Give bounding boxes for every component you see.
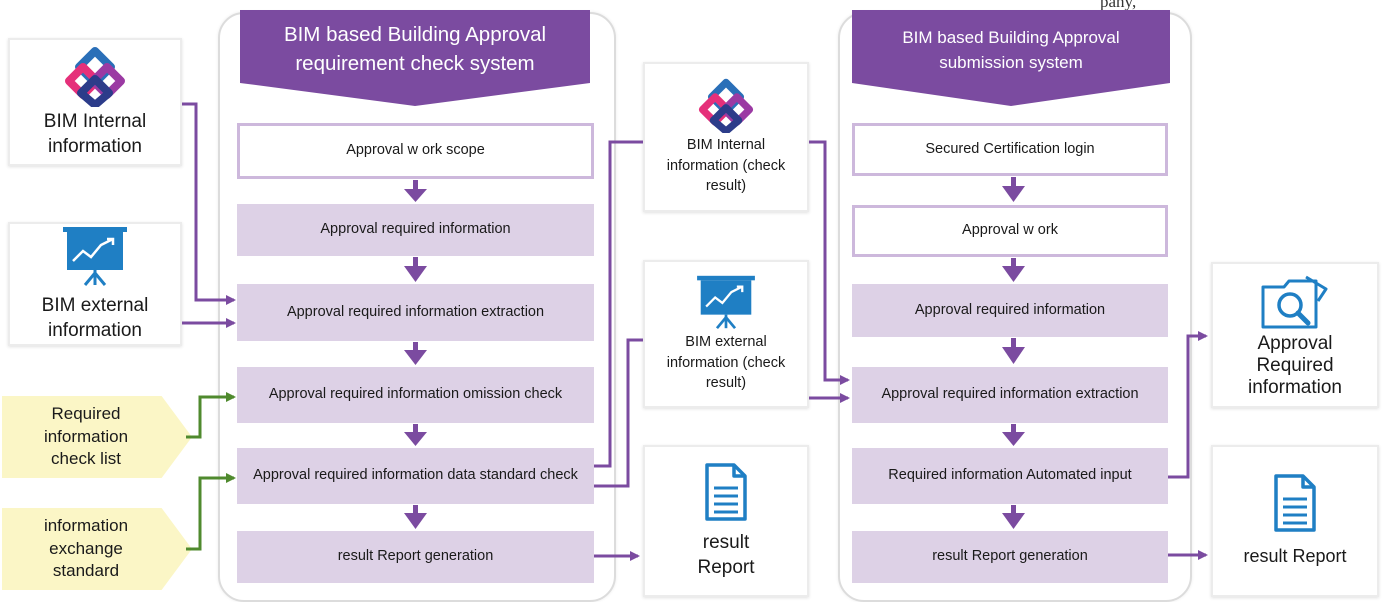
ifc-logo-icon: [698, 78, 754, 134]
checklist-tag: Required information check list: [2, 396, 192, 478]
approval-required-info-label: Approval Required information: [1248, 333, 1342, 398]
check-step-6: result Report generation: [237, 531, 594, 583]
right-result-report-label: result Report: [1243, 546, 1347, 567]
submission-system-title-banner: BIM based Building Approval submission s…: [852, 10, 1170, 106]
bim-external-label: BIM external information: [41, 294, 149, 341]
bim-internal-label: BIM Internal information: [43, 110, 147, 157]
submission-step-1: Secured Certification login: [852, 123, 1168, 176]
bim-external-result-card: BIM external information (check result): [643, 260, 809, 408]
submission-system-title: BIM based Building Approval submission s…: [902, 28, 1120, 72]
approval-required-info-card: Approval Required information: [1211, 262, 1379, 408]
document-icon: [705, 462, 747, 521]
checklist-label: Required information check list: [43, 403, 129, 469]
document-icon: [1274, 474, 1316, 532]
exchange-standard-tag: information exchange standard: [2, 508, 192, 590]
check-step-2: Approval required information: [237, 204, 594, 256]
presentation-chart-icon: [697, 275, 755, 330]
right-result-report-card: result Report: [1211, 445, 1379, 597]
folder-search-icon: [1261, 275, 1328, 329]
check-step-5: Approval required information data stand…: [237, 448, 594, 504]
check-step-4: Approval required information omission c…: [237, 367, 594, 423]
bim-internal-result-card: BIM Internal information (check result): [643, 62, 809, 212]
bim-internal-result-label: BIM Internal information (check result): [666, 137, 786, 195]
middle-result-report-card: result Report: [643, 445, 809, 597]
submission-step-6: result Report generation: [852, 531, 1168, 583]
bim-external-input-card: BIM external information: [8, 222, 182, 346]
check-system-title: BIM based Building Approval requirement …: [283, 23, 547, 76]
bim-external-result-label: BIM external information (check result): [666, 334, 786, 392]
middle-result-report-label: result Report: [697, 531, 755, 578]
submission-step-4: Approval required information extraction: [852, 367, 1168, 423]
ifc-logo-icon: [65, 46, 125, 107]
top-text-fragment: pany,: [1100, 0, 1137, 11]
submission-step-3: Approval required information: [852, 284, 1168, 337]
bim-internal-input-card: BIM Internal information: [8, 38, 182, 166]
exchange-standard-label: information exchange standard: [43, 515, 129, 581]
submission-step-5: Required information Automated input: [852, 448, 1168, 504]
submission-step-2: Approval w ork: [852, 205, 1168, 257]
check-step-3: Approval required information extraction: [237, 284, 594, 341]
presentation-chart-icon: [63, 226, 127, 286]
check-step-1: Approval w ork scope: [237, 123, 594, 179]
check-system-title-banner: BIM based Building Approval requirement …: [240, 10, 590, 106]
